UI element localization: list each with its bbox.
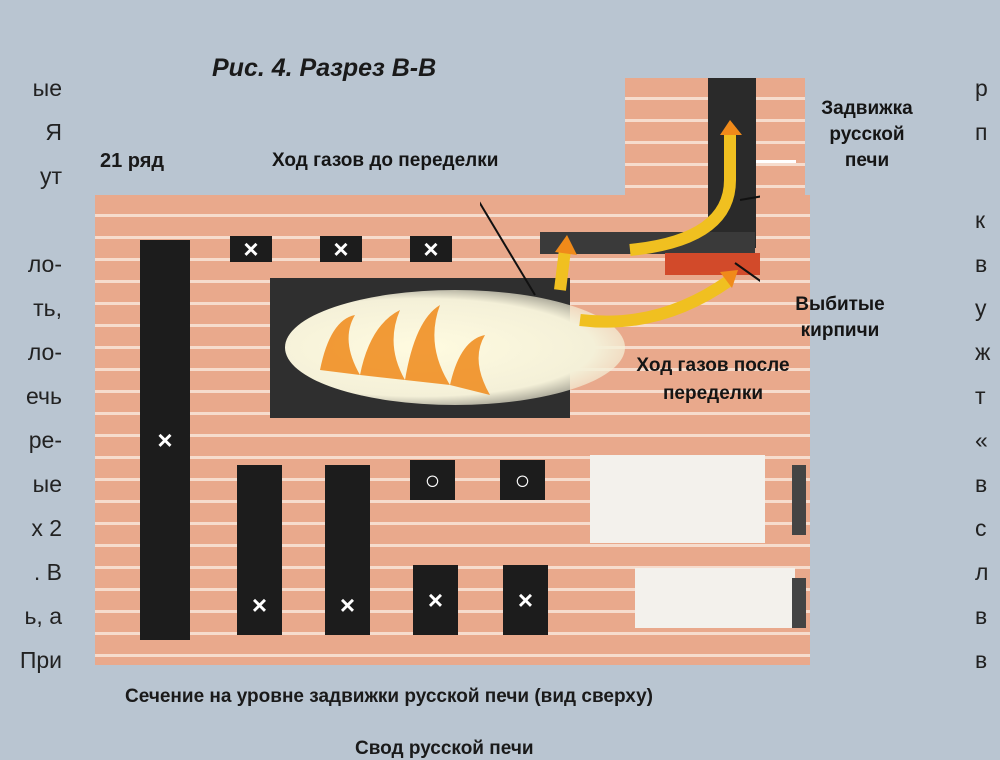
text-line: ут [39,163,62,189]
cross-mark: × [320,236,362,262]
cross-mark: × [325,465,370,635]
damper-line [756,160,796,163]
text-line: ь, а [24,603,62,629]
text-line: ечь [26,383,62,409]
flame-icon [320,305,490,395]
label-knocked-bricks: Выбитые кирпичи [795,294,885,341]
next-caption: Свод русской печи [355,738,534,759]
row-label: 21 ряд [100,150,165,172]
text-line: к [975,207,986,233]
text-line: ло- [27,339,62,365]
text-line: в [975,603,988,629]
label-gas-after: Ход газов после переделки [636,355,790,404]
door-handle-icon [792,578,806,628]
cross-mark: × [410,236,452,262]
text-line: ть, [33,295,62,321]
left-column-text: ые Я ут ло- ть, ло- ечь ре- ые х 2 . В ь… [0,66,62,682]
text-line: ло- [27,251,62,277]
text-line: ре- [28,427,62,453]
circle-mark: ○ [410,460,455,500]
text-line: в [975,471,988,497]
text-line: в [975,647,988,673]
text-line: л [975,559,989,585]
figure-title: Рис. 4. Разрез В-В [212,54,437,82]
text-line: ж [975,339,991,365]
text-line: При [19,647,62,673]
opening-upper [590,455,765,543]
text-line: ые [32,471,62,497]
text-line: « [975,427,988,453]
cross-mark: × [503,565,548,635]
text-line: т [975,383,986,409]
figure-caption: Сечение на уровне задвижки русской печи … [125,686,653,707]
text-line: п [975,119,988,145]
text-line: р [975,75,988,101]
gas-flow-arrows-icon [480,120,760,328]
text-line: ые [32,75,62,101]
black-column [140,240,190,640]
knocked-bricks [665,253,760,275]
right-column-text: р п к в у ж т « в с л в в [975,66,1000,682]
cross-mark: × [413,565,458,635]
opening-lower [635,568,795,628]
cross-mark: × [157,425,173,455]
label-gas-before: Ход газов до переделки [272,150,499,171]
door-handle-icon [792,465,806,535]
text-line: . В [33,559,62,585]
text-line: с [975,515,987,541]
cross-mark: × [237,465,282,635]
label-damper: Задвижка русской печи [821,98,913,171]
text-line: в [975,251,988,277]
text-line: Я [45,119,62,145]
text-line: х 2 [31,515,62,541]
circle-mark: ○ [500,460,545,500]
text-line: у [975,295,987,321]
cross-mark: × [230,236,272,262]
